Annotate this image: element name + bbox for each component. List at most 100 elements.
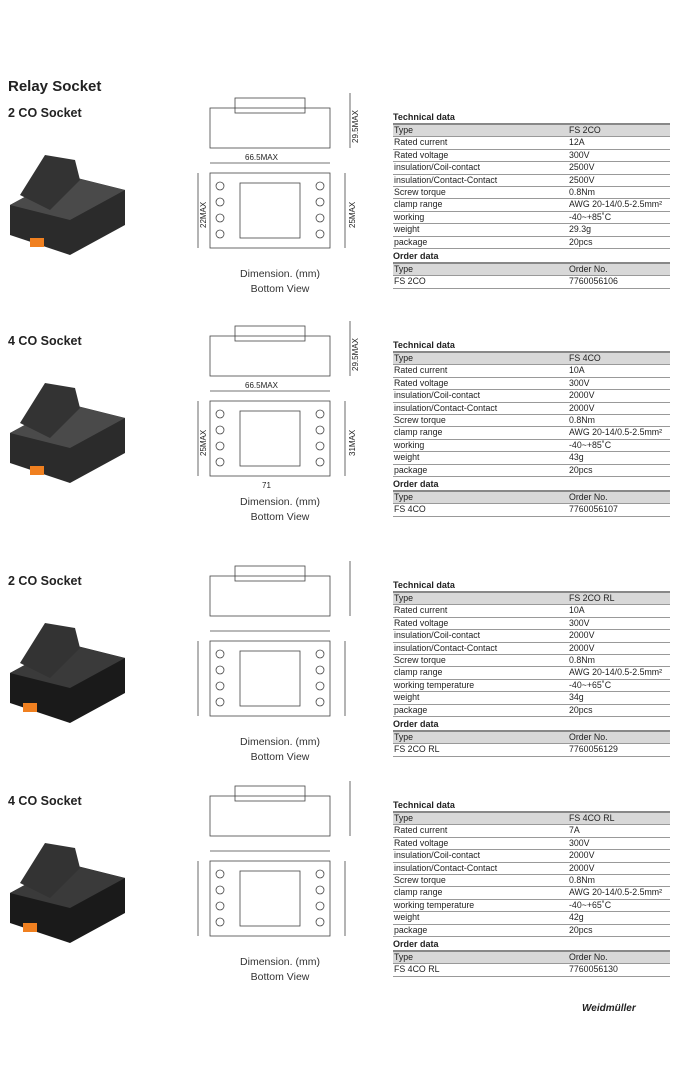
spec-label: insulation/Coil-contact [394,850,481,861]
spec-value: 2000V [569,642,595,653]
header-type: Type [394,264,414,274]
dim-left: 25MAX [199,429,208,456]
spec-value: AWG 20-14/0.5-2.5mm² [569,667,663,678]
header-order-no: Order No. [569,732,608,742]
spec-value: 7A [569,825,580,836]
weidmuller-logo: Weidmüller [582,1003,636,1014]
dim-right: 25MAX [348,201,357,228]
spec-label: package [394,236,428,247]
spec-value: 10A [569,365,585,376]
spec-label: Rated voltage [394,837,449,848]
spec-label: Type [394,353,414,363]
spec-value: 0.8Nm [569,654,595,665]
socket-section: 2 CO Socket Dimension. (mm) Bottom View … [0,561,680,793]
spec-value: -40~+85˚C [569,211,612,222]
dimension-caption: Dimension. (mm) [240,496,320,508]
spec-label: Rated voltage [394,149,449,160]
header-order-no: Order No. [569,264,608,274]
spec-label: Rated current [394,365,448,376]
technical-data-title: Technical data [393,340,455,350]
product-photo [10,383,125,483]
section-title: 4 CO Socket [8,794,82,808]
order-number: 7760056106 [569,276,618,287]
page-title: Relay Socket [8,78,102,95]
spec-value: AWG 20-14/0.5-2.5mm² [569,199,663,210]
table-row: working temperature-40~+65˚C [393,900,670,913]
section-title: 4 CO Socket [8,334,82,348]
dimension-caption: Dimension. (mm) [240,956,320,968]
table-row: package 20pcs [393,465,670,477]
header-type: Type [394,952,414,962]
section-title: 2 CO Socket [8,106,82,120]
spec-label: weight [394,452,420,463]
spec-label: clamp range [394,199,443,210]
order-data-title: Order data [393,719,439,729]
spec-value: 29.3g [569,224,592,235]
spec-label: Type [394,593,414,603]
spec-label: package [394,924,428,935]
table-row: Rated current 10A [393,365,670,378]
header-type: Type [394,732,414,742]
table-row: insulation/Coil-contact 2000V [393,390,670,403]
product-photo [10,843,125,943]
spec-value: 300V [569,377,590,388]
spec-label: insulation/Contact-Contact [394,862,498,873]
dimension-drawing: 66.5MAX 29.5MAX 22MAX 25MAX [197,93,360,249]
order-type: FS 2CO [394,276,426,287]
spec-value: 2000V [569,390,595,401]
header-type: Type [394,492,414,502]
table-header-row: Type Order No. [393,730,670,745]
view-caption: Bottom View [250,283,310,295]
spec-label: Type [394,125,414,135]
spec-value: FS 2CO RL [569,593,615,603]
spec-label: Screw torque [394,874,446,885]
order-number: 7760056129 [569,744,618,755]
dim-height: 29.5MAX [351,109,360,143]
product-photo [10,155,125,255]
header-order-no: Order No. [569,492,608,502]
dimension-drawing: 66.5MAX 29.5MAX 25MAX 31MAX 71 [197,321,360,490]
product-photo [10,623,125,723]
order-number: 7760056130 [569,964,618,975]
spec-label: insulation/Contact-Contact [394,174,498,185]
order-data-title: Order data [393,479,439,489]
spec-value: 34g [569,692,584,703]
spec-label: insulation/Contact-Contact [394,402,498,413]
spec-value: 20pcs [569,464,593,475]
order-type: FS 4CO [394,504,426,515]
spec-label: package [394,464,428,475]
spec-value: 2000V [569,630,595,641]
spec-label: Screw torque [394,414,446,425]
spec-label: insulation/Coil-contact [394,162,481,173]
dim-bottom: 71 [262,481,271,490]
dimension-caption: Dimension. (mm) [240,736,320,748]
spec-label: Type [394,813,414,823]
spec-label: working [394,211,425,222]
view-caption: Bottom View [250,751,310,763]
spec-label: insulation/Coil-contact [394,390,481,401]
spec-label: working [394,439,425,450]
section-title: 2 CO Socket [8,574,82,588]
spec-value: FS 2CO [569,125,601,135]
